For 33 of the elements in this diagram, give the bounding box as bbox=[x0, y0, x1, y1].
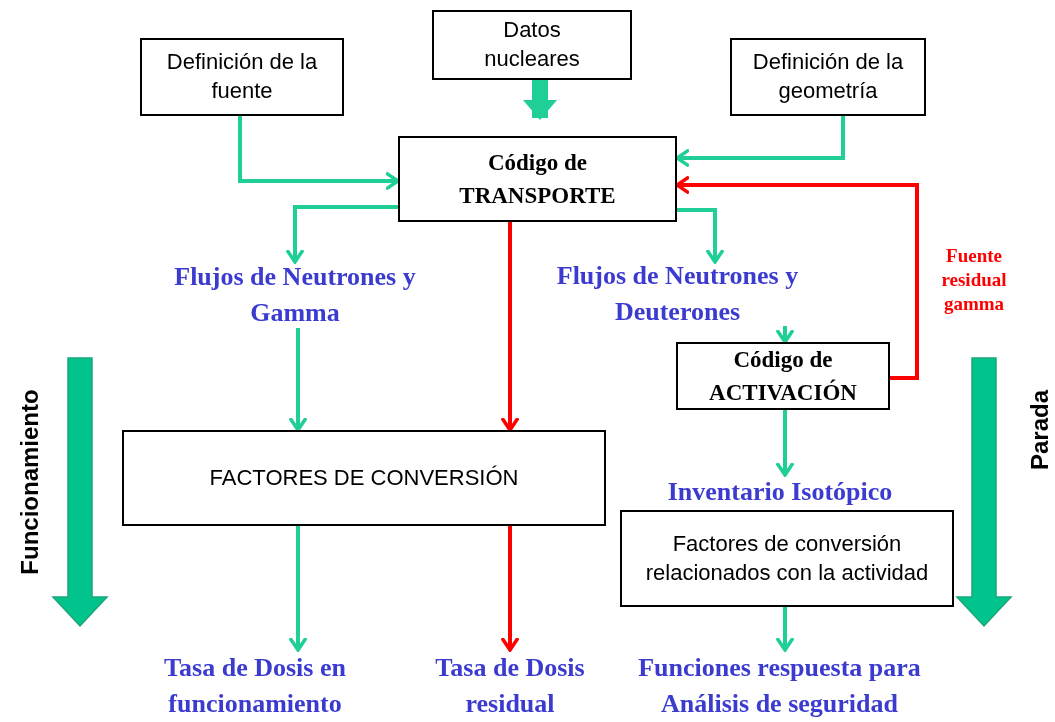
process-box bbox=[122, 430, 606, 526]
arrow bbox=[775, 607, 795, 652]
arrow bbox=[677, 208, 725, 264]
box-text: FACTORES DE CONVERSIÓN bbox=[209, 463, 519, 492]
box-text: Definición de la fuente bbox=[165, 48, 319, 105]
box-text: Factores de conversión relacionados con la actividad bbox=[644, 529, 930, 587]
process-box bbox=[676, 342, 890, 410]
arrow bbox=[238, 116, 400, 191]
process-box bbox=[730, 38, 926, 116]
box-text: Código de ACTIVACIÓN bbox=[708, 345, 858, 407]
heading-text: Flujos de Neutrones y Deuterones bbox=[555, 259, 800, 328]
arrow bbox=[288, 328, 308, 432]
arrow bbox=[775, 410, 795, 477]
arrow bbox=[500, 222, 520, 432]
heading-text: Tasa de Dosis residual bbox=[434, 651, 586, 720]
side-label: Parada bbox=[1026, 389, 1054, 471]
heading-text: Funciones respuesta para Análisis de seguridad bbox=[637, 651, 922, 720]
box-text: Definición de la geometría bbox=[751, 48, 905, 105]
process-box bbox=[432, 10, 632, 80]
arrow bbox=[500, 526, 520, 652]
process-box bbox=[620, 510, 954, 607]
box-text: Datos nucleares bbox=[483, 16, 581, 73]
arrow bbox=[285, 205, 398, 264]
process-box bbox=[398, 136, 677, 222]
thick-arrow bbox=[523, 80, 557, 120]
process-box bbox=[140, 38, 344, 116]
arrow bbox=[288, 526, 308, 652]
heading-text: Tasa de Dosis en funcionamiento bbox=[163, 651, 347, 720]
box-text: Código de TRANSPORTE bbox=[458, 148, 617, 210]
arrow bbox=[775, 326, 795, 344]
side-label: Funcionamiento bbox=[16, 389, 44, 575]
heading-text: Flujos de Neutrones y Gamma bbox=[173, 260, 417, 329]
heading-text: Inventario Isotópico bbox=[667, 475, 893, 508]
